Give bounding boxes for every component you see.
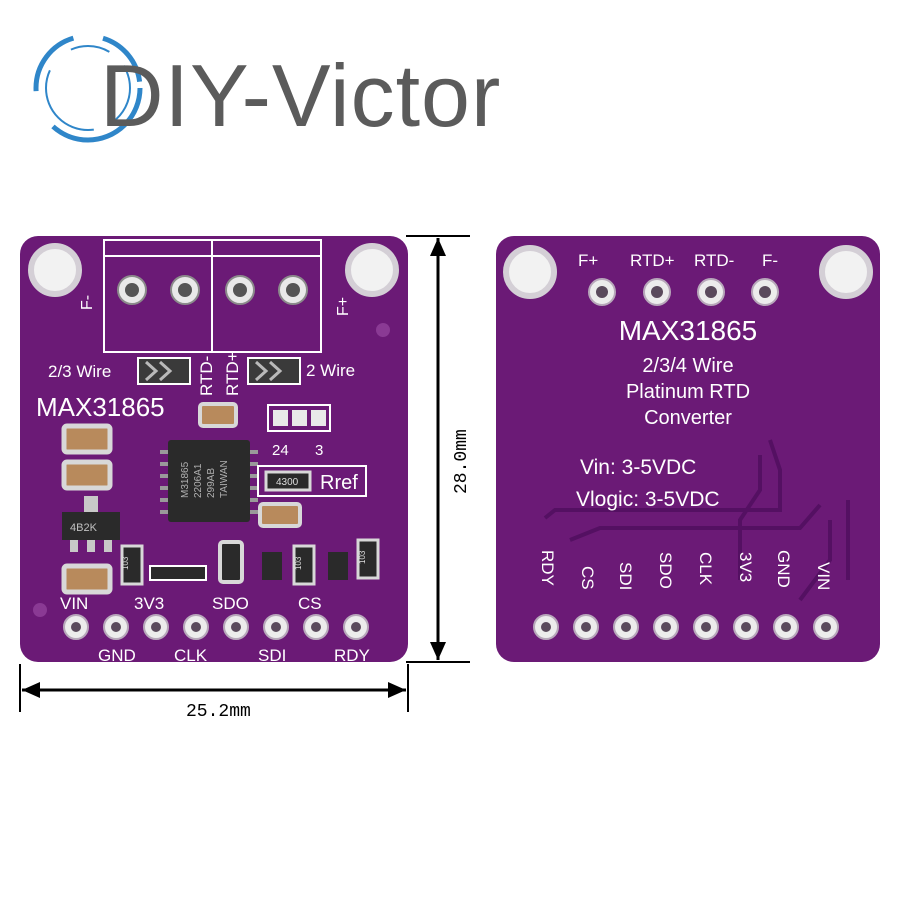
- via-icon: [376, 323, 390, 337]
- label-rtd-minus: RTD-: [197, 356, 216, 396]
- capacitor: [61, 459, 113, 491]
- rref-label: Rref: [320, 472, 358, 494]
- back-pin-label-sdi: SDI: [616, 562, 635, 590]
- pin-label-vin: VIN: [60, 594, 88, 613]
- back-subtitle-1: 2/3/4 Wire: [642, 355, 733, 377]
- back-pin-label-3v3: 3V3: [736, 552, 755, 582]
- label-wire-left: 2/3 Wire: [48, 362, 111, 381]
- back-pin-label-cs: CS: [578, 566, 597, 590]
- dimension-width-label: 25.2mm: [186, 702, 251, 722]
- capacitor: [61, 563, 113, 595]
- jumper-label-24: 24: [272, 442, 289, 459]
- capacitor: [198, 402, 238, 428]
- mounting-hole-icon: [819, 245, 873, 299]
- label-f-minus: F-: [79, 295, 96, 310]
- chip-mark-1: M31865: [180, 461, 191, 498]
- mounting-hole-icon: [503, 245, 557, 299]
- back-pin-label-gnd: GND: [774, 550, 793, 588]
- back-terminal-pads: [588, 278, 779, 306]
- back-pin-label-clk: CLK: [696, 552, 715, 586]
- front-title: MAX31865: [36, 392, 165, 422]
- chip-mark-3: 299AB: [206, 468, 217, 498]
- crystal: [218, 540, 244, 584]
- mounting-hole-icon: [345, 243, 399, 297]
- pin-label-3v3: 3V3: [134, 594, 164, 613]
- back-subtitle-3: Converter: [644, 407, 732, 429]
- jumper-right: [247, 357, 301, 385]
- resistor-code: 103: [358, 550, 367, 564]
- pin-label-clk: CLK: [174, 646, 208, 665]
- front-header-pads: [63, 614, 369, 640]
- resistor-code: 103: [294, 556, 303, 570]
- back-pcb: [496, 236, 880, 662]
- transistor: [262, 552, 282, 580]
- terminal-pads: [117, 275, 308, 305]
- label-f-plus: F+: [335, 297, 352, 316]
- brand-name: DIY-Victor: [100, 46, 502, 145]
- resistor-code: 103: [121, 556, 130, 570]
- max31865-chip: [168, 440, 250, 522]
- back-pin-label-rtd-minus: RTD-: [694, 251, 734, 270]
- front-board: F- F+ RTD- RTD+ 2/3 Wire 2 Wire MAX31865…: [20, 236, 408, 665]
- back-pin-label-vin: VIN: [814, 562, 833, 590]
- back-board: F+ RTD+ RTD- F- MAX31865 2/3/4 Wire Plat…: [496, 236, 880, 662]
- back-pin-label-sdo: SDO: [656, 552, 675, 589]
- pin-label-gnd: GND: [98, 646, 136, 665]
- back-header-pads: [533, 614, 839, 640]
- voltage-regulator: [62, 512, 120, 540]
- resistor: [120, 544, 144, 586]
- logo-ring-icon: [33, 33, 143, 143]
- back-pin-label-f-minus: F-: [762, 251, 778, 270]
- rref-outline: [257, 465, 367, 497]
- transistor: [328, 552, 348, 580]
- jumper-3pad: [267, 404, 331, 432]
- label-wire-right: 2 Wire: [306, 361, 355, 380]
- label-rtd-plus: RTD+: [223, 351, 242, 396]
- diode: [149, 565, 207, 581]
- pin-label-sdo: SDO: [212, 594, 249, 613]
- pin-label-sdi: SDI: [258, 646, 286, 665]
- rref-code: 4300: [276, 477, 299, 488]
- brand-logo: DIY-Victor: [30, 22, 500, 152]
- dimension-height-label: 28.0mm: [452, 429, 472, 494]
- back-pin-label-f-plus: F+: [578, 251, 598, 270]
- dimension-height: 28.0mm: [406, 235, 472, 663]
- back-pin-label-rtd-plus: RTD+: [630, 251, 675, 270]
- pin-label-cs: CS: [298, 594, 322, 613]
- chip-mark-4: TAIWAN: [219, 460, 230, 498]
- back-vlogic: Vlogic: 3-5VDC: [576, 488, 720, 511]
- back-subtitle-2: Platinum RTD: [626, 381, 750, 403]
- dimension-width: 25.2mm: [19, 664, 409, 722]
- back-vin: Vin: 3-5VDC: [580, 456, 696, 479]
- back-pin-label-rdy: RDY: [538, 550, 557, 586]
- mounting-hole-icon: [28, 243, 82, 297]
- capacitor: [61, 423, 113, 455]
- capacitor: [258, 502, 302, 528]
- via-icon: [33, 603, 47, 617]
- jumper-left: [137, 357, 191, 385]
- rref-resistor: [264, 470, 312, 492]
- pin-label-rdy: RDY: [334, 646, 370, 665]
- back-traces: [543, 439, 850, 602]
- resistor: [292, 544, 316, 586]
- chip-mark-2: 2206A1: [193, 463, 204, 498]
- back-title: MAX31865: [619, 315, 758, 346]
- regulator-marking: 4B2K: [70, 522, 98, 534]
- jumper-label-3: 3: [315, 442, 323, 459]
- resistor: [356, 538, 380, 580]
